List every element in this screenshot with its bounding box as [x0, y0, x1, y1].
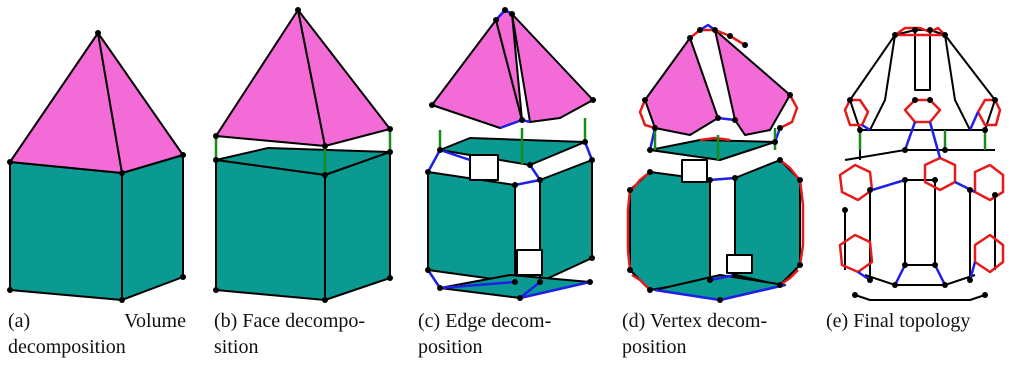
- caption-d-line2: position: [622, 336, 687, 358]
- vertex-nodes: [627, 27, 803, 303]
- vertex-nodes: [842, 27, 998, 298]
- caption-a-line2: decomposition: [8, 336, 126, 358]
- panel-a-volume: [7, 30, 186, 303]
- caption-e-line1: (e) Final topology: [826, 310, 971, 332]
- gap-window: [469, 154, 499, 181]
- cube-right-face: [539, 159, 593, 283]
- gap-window: [516, 249, 543, 276]
- cube-front-face: [9, 161, 123, 301]
- cube-right-face: [324, 151, 391, 301]
- face-links: [214, 129, 392, 175]
- pyramid-right-face: [297, 9, 391, 147]
- cube-top-face: [439, 137, 586, 166]
- green-edges: [858, 130, 987, 150]
- vertex-links: [626, 28, 805, 291]
- caption-panel-c: (c) Edge decom- position: [418, 308, 598, 360]
- face-links: [438, 118, 587, 165]
- panel-c-edge: [425, 7, 596, 301]
- pyramid-right-face: [97, 32, 184, 174]
- black-edges: [844, 29, 996, 301]
- panel-b-face: [213, 7, 393, 303]
- panel-d-vertex: [626, 23, 805, 303]
- caption-panel-d: (d) Vertex decom- position: [622, 308, 802, 360]
- gap-window: [681, 159, 708, 183]
- pyramid-left-piece: [644, 37, 719, 136]
- cube-top-face: [649, 139, 776, 161]
- pyramid-right-piece: [714, 29, 791, 136]
- caption-c-line1: (c) Edge decom-: [418, 310, 552, 332]
- caption-panel-b: (b) Face decompo- sition: [214, 308, 394, 360]
- blue-edges: [857, 111, 980, 286]
- caption-b-line1: (b) Face decompo-: [214, 310, 366, 332]
- vertex-nodes: [7, 30, 186, 303]
- gap-window: [726, 254, 753, 274]
- cube-front-face: [629, 171, 711, 291]
- caption-b-line2: sition: [214, 336, 259, 358]
- panel-e-final: [838, 26, 1005, 301]
- cube-front-face: [215, 159, 326, 301]
- caption-panel-e: (e) Final topology: [826, 308, 1011, 334]
- vertex-nodes: [213, 7, 393, 303]
- pyramid-right-piece: [511, 13, 594, 123]
- caption-a-line1: (a) Volume: [8, 310, 186, 332]
- vertex-nodes: [425, 7, 596, 301]
- caption-c-line2: position: [418, 336, 483, 358]
- caption-panel-a: (a) Volume decomposition: [8, 308, 186, 360]
- cube-front-face: [427, 171, 516, 283]
- cube-right-face: [121, 154, 184, 301]
- caption-d-line1: (d) Vertex decom-: [622, 310, 768, 332]
